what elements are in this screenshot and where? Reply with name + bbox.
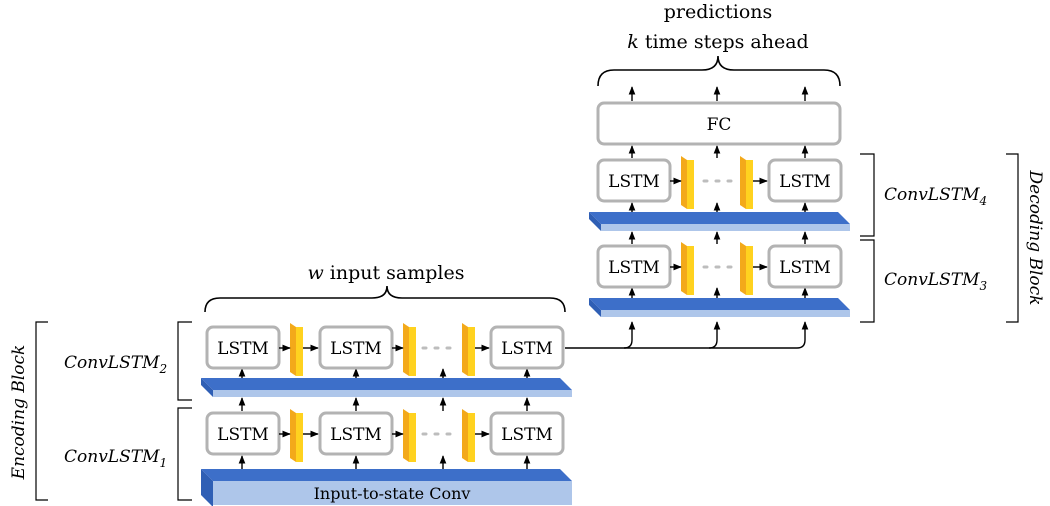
convlstm3-bracket (860, 239, 875, 323)
k-time-steps-caption: k time steps ahead (627, 31, 808, 53)
conv-kernel (403, 323, 416, 376)
input-samples-caption: w input samples (307, 262, 464, 284)
conv-kernel (290, 409, 303, 462)
lstm-cell-label: LSTM (779, 172, 831, 192)
fc-layer-box (596, 101, 842, 146)
lstm-cell-label: LSTM (217, 339, 269, 359)
input-to-state-conv-label: Input-to-state Conv (314, 484, 471, 503)
input-to-state-conv-slab: Input-to-state Conv (201, 469, 572, 506)
lstm-cell-label: LSTM (501, 339, 553, 359)
conv-kernel (740, 156, 753, 209)
lstm-cell-label: LSTM (330, 339, 382, 359)
convlstm4-row: LSTM LSTM (596, 156, 843, 209)
conv-kernel (681, 156, 694, 209)
lstm-cell-label: LSTM (501, 425, 553, 445)
convlstm3-slab (589, 298, 850, 317)
encoding-block-label: Encoding Block (9, 345, 29, 481)
vertical-arrows (238, 86, 809, 469)
convlstm1-bracket (177, 407, 192, 501)
convlstm2-label: ConvLSTM2 (64, 353, 167, 376)
decoding-block-label: Decoding Block (1025, 170, 1045, 306)
predictions-caption: predictions (664, 1, 773, 23)
lstm-cell-label: LSTM (608, 258, 660, 278)
decoding-block-bracket (1006, 153, 1019, 323)
lstm-cell (767, 158, 843, 203)
lstm-cell (767, 244, 843, 289)
lstm-cell-label: LSTM (608, 172, 660, 192)
fc-label: FC (707, 115, 732, 135)
convlstm4-label: ConvLSTM4 (884, 185, 987, 208)
conv-kernel (290, 323, 303, 376)
conv-kernel (740, 242, 753, 295)
lstm-cell-label: LSTM (779, 258, 831, 278)
lstm-cell-label: LSTM (217, 425, 269, 445)
convlstm2-bracket (177, 321, 192, 401)
convlstm3-label: ConvLSTM3 (884, 270, 987, 293)
conv-kernel (462, 323, 475, 376)
convlstm4-bracket (860, 153, 875, 237)
lstm-cell (489, 325, 565, 370)
predictions-brace (597, 55, 841, 87)
conv-kernel (462, 409, 475, 462)
encoder-decoder-connection (565, 321, 809, 349)
encoding-block-bracket (35, 321, 48, 501)
conv-kernel (681, 242, 694, 295)
convlstm1-row: LSTM LSTM LSTM (205, 409, 565, 462)
convlstm4-slab (589, 212, 850, 231)
convlstm2-row: LSTM LSTM LSTM (205, 323, 565, 376)
input-samples-brace (204, 285, 566, 313)
conv-kernel (403, 409, 416, 462)
convlstm3-row: LSTM LSTM (596, 242, 843, 295)
lstm-cell (489, 411, 565, 456)
convlstm1-label: ConvLSTM1 (64, 447, 167, 470)
convlstm2-slab (201, 378, 572, 397)
lstm-cell-label: LSTM (330, 425, 382, 445)
